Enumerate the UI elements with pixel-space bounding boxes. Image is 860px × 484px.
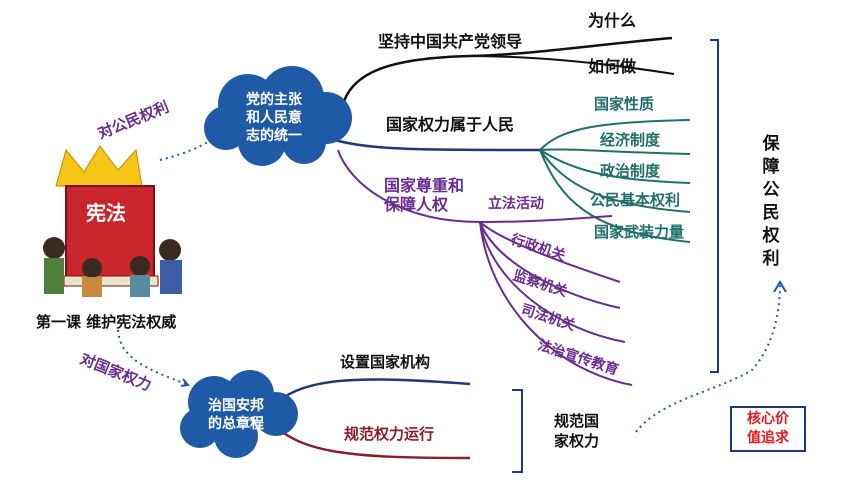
- cloud-top-text: 党的主张 和人民意 志的统一: [246, 92, 302, 146]
- branch-how: [469, 55, 675, 75]
- teal-fan: [539, 119, 691, 243]
- branch-how-label: 如何做: [588, 57, 637, 76]
- teal-item-1: 国家性质: [594, 95, 655, 113]
- core-value-box: 核心价 值追求: [730, 406, 806, 452]
- cloud-top-line-1: 党的主张: [246, 92, 302, 108]
- branch-power-label: 国家权力属于人民: [386, 115, 515, 134]
- cloud-top-line-3: 志的统一: [246, 127, 302, 144]
- purple-fan: [337, 149, 633, 386]
- branch-why-label: 为什么: [588, 11, 637, 30]
- bottom-summary-label: 规范国 家权力: [554, 412, 599, 451]
- lesson-title: 第一课 维护宪法权威: [36, 313, 177, 331]
- purple-item-1: 立法活动: [488, 196, 544, 212]
- right-summary-label: 保障公民权利: [758, 134, 779, 272]
- branch-setup: [269, 378, 471, 409]
- core-value-line-1: 核心价: [747, 411, 789, 427]
- branch-power: [334, 138, 541, 152]
- cloud-bottom-line-1: 治国安邦: [208, 398, 264, 414]
- respect-line-1: 国家尊重和: [384, 176, 465, 195]
- dotted-link-rights: [159, 137, 215, 161]
- branch-leadership-label: 坚持中国共产党领导: [378, 32, 523, 51]
- branch-respect-label: 国家尊重和 保障人权: [384, 176, 464, 214]
- cloud-top-shape: [204, 66, 352, 166]
- cloud-bottom-text: 治国安邦 的总章程: [208, 398, 264, 434]
- respect-line-2: 保障人权: [384, 195, 449, 215]
- constitution-illustration: [43, 145, 182, 297]
- teal-item-3: 政治制度: [600, 162, 661, 180]
- bottom-summary-line-1: 规范国: [554, 412, 600, 430]
- cloud-bottom-shape: [180, 370, 298, 458]
- bottom-bracket: [512, 389, 523, 473]
- teal-item-2: 经济制度: [600, 131, 661, 149]
- right-bracket: [710, 39, 719, 373]
- bottom-summary-line-2: 家权力: [554, 431, 600, 450]
- core-value-text: 核心价 值追求: [732, 408, 804, 448]
- cloud-top-line-2: 和人民意: [246, 109, 302, 126]
- book-label: 宪法: [86, 201, 126, 225]
- dotted-link-core: [635, 283, 781, 433]
- core-value-line-2: 值追求: [747, 429, 789, 446]
- branch-regulate-label: 规范权力运行: [344, 425, 435, 443]
- teal-item-4: 公民基本权利: [590, 191, 681, 209]
- teal-item-5: 国家武装力量: [594, 223, 685, 241]
- cloud-bottom-line-2: 的总章程: [208, 415, 264, 432]
- branch-setup-label: 设置国家机构: [340, 353, 431, 371]
